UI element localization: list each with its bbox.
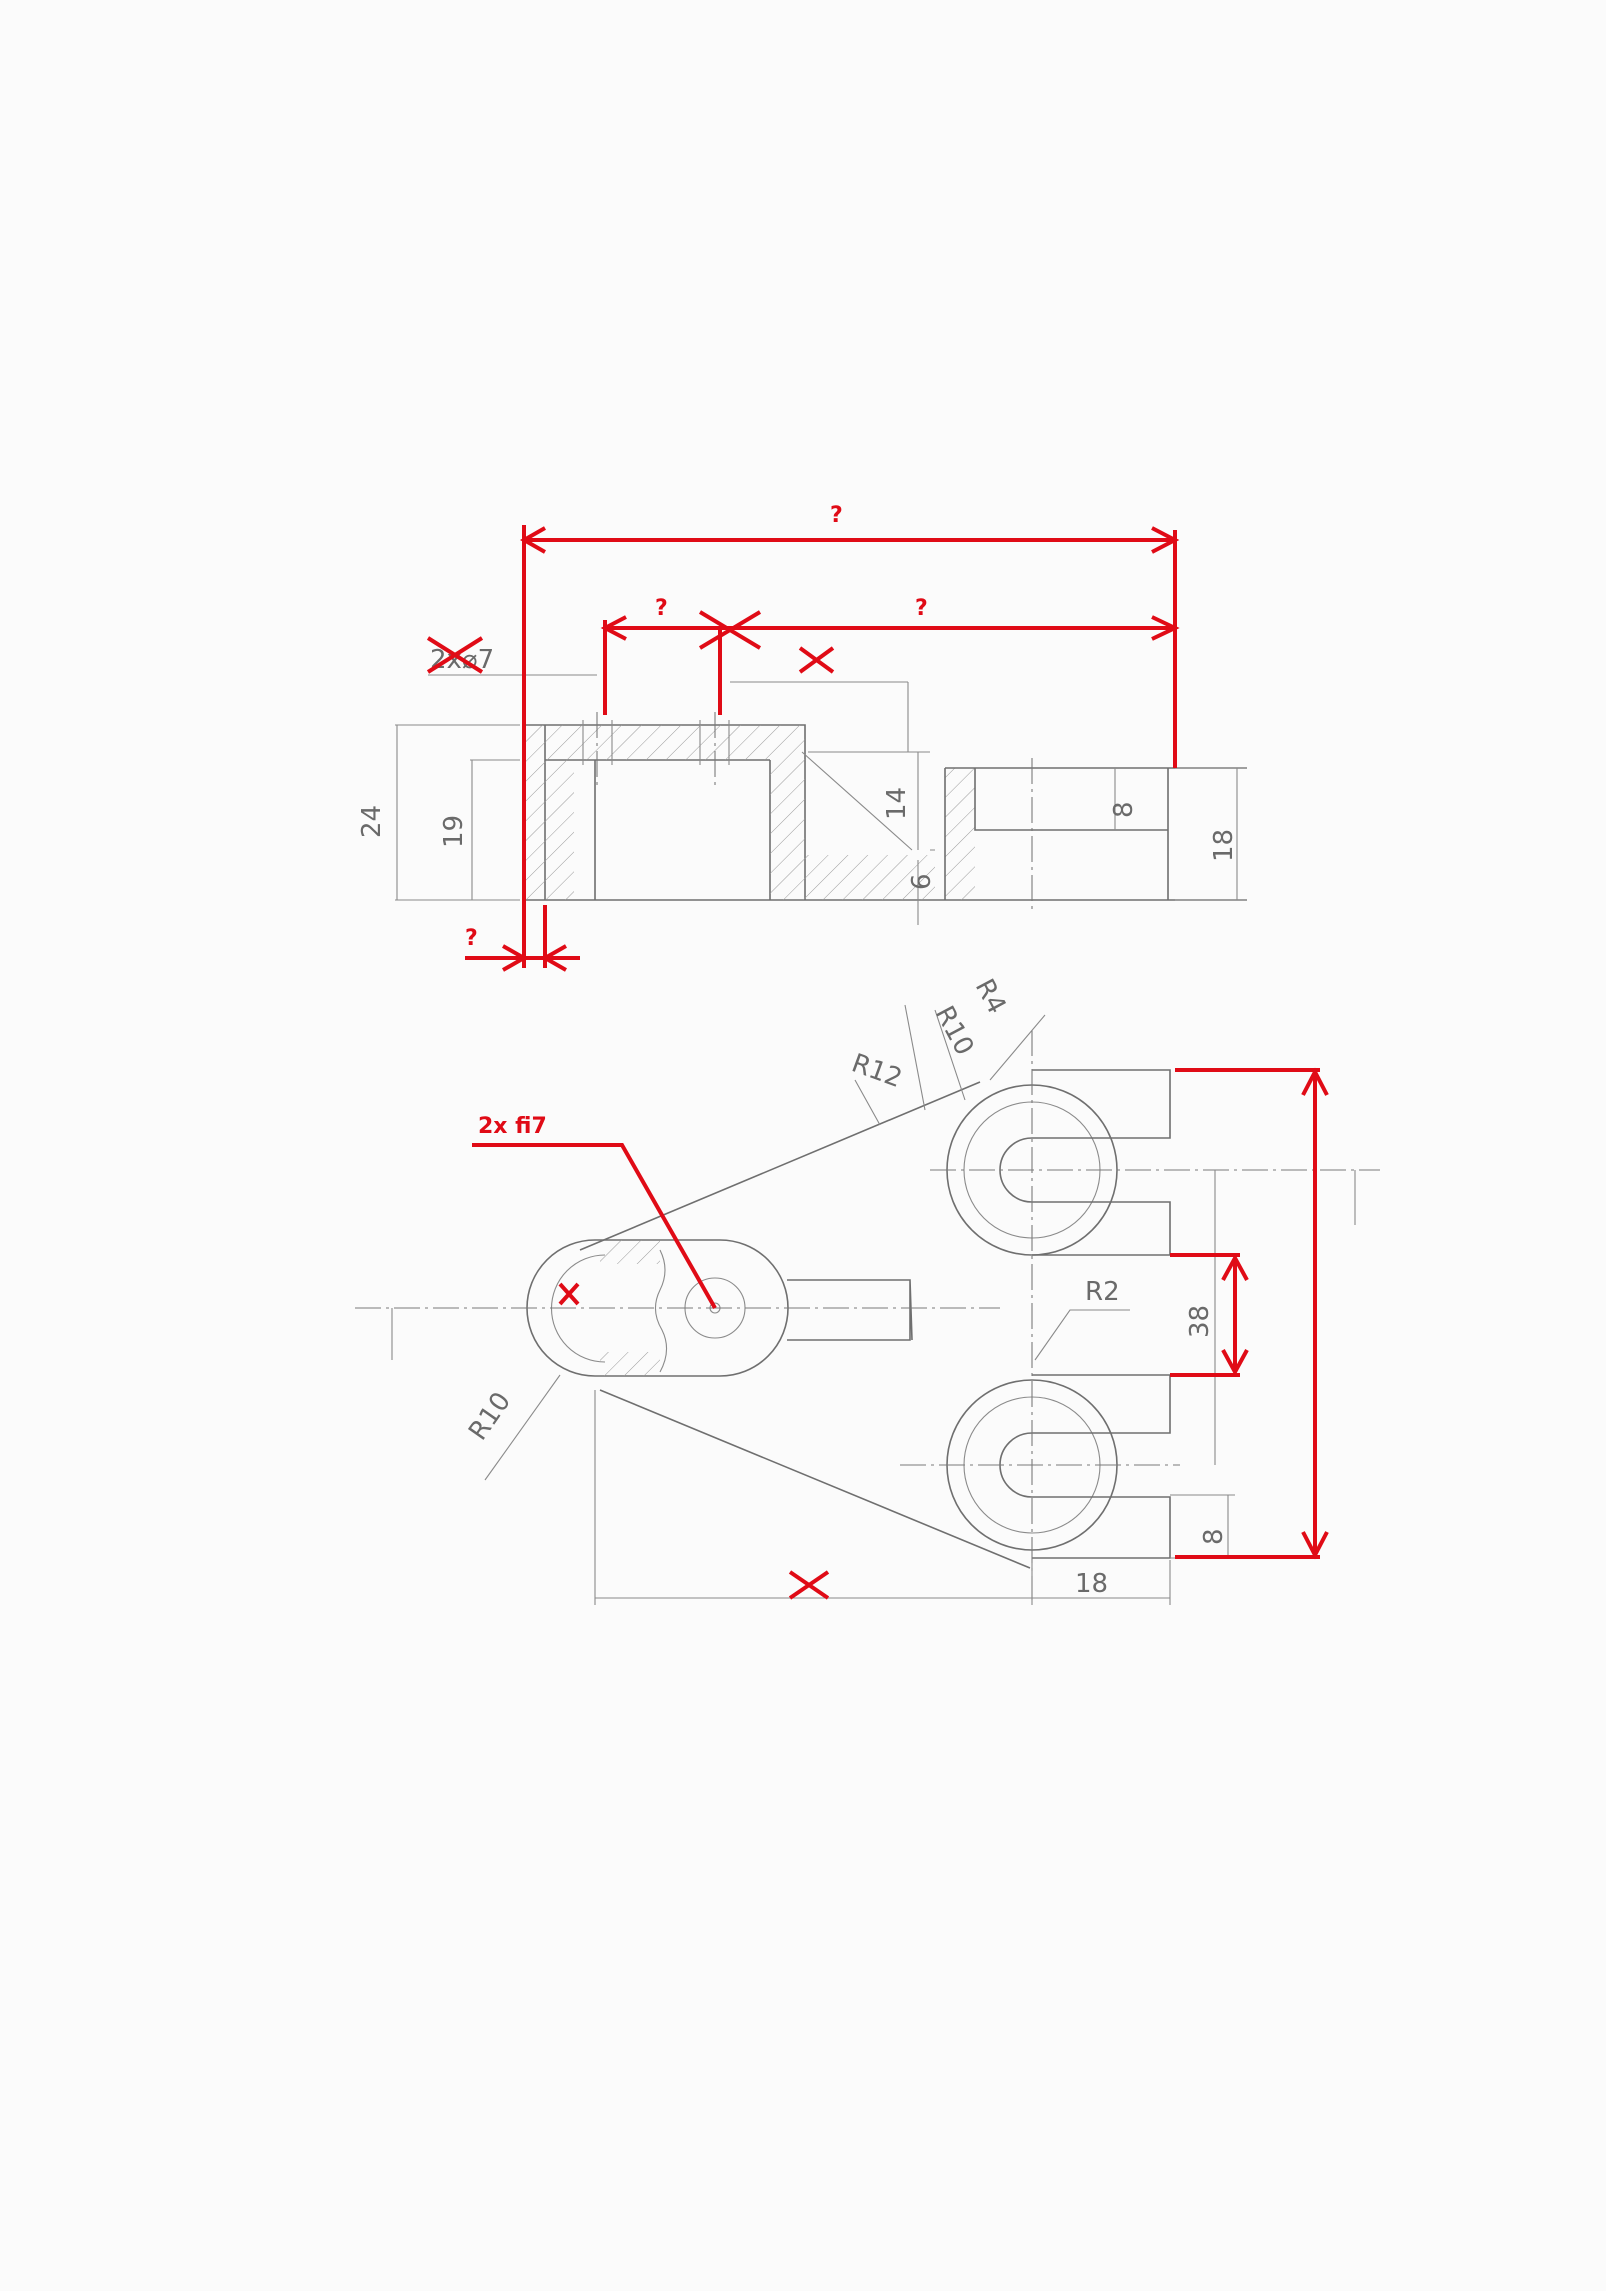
dim-R10-left: R10: [463, 1387, 517, 1446]
right-base-hatch: [770, 760, 935, 900]
dim-8-top: 8: [1109, 801, 1139, 818]
radius-leaders: [854, 1004, 1046, 1126]
strike-dim-top: [798, 646, 835, 674]
dim-R10-top: R10: [929, 1001, 980, 1060]
dim-38-8-lines: [1170, 1170, 1235, 1559]
struck-dim-lines: [428, 674, 909, 752]
gap-arrows: [1221, 1253, 1249, 1377]
q-hole-spacing: ?: [655, 596, 668, 621]
break-line: [654, 1249, 668, 1373]
hub-hatch-top: [600, 1240, 660, 1264]
chamfer-line: [801, 751, 913, 851]
hole-spacing-dim: [603, 620, 1175, 715]
red-markup: ? ? ? ? 2x fi7: [426, 503, 1329, 1600]
section-arrows: [391, 1170, 1356, 1360]
r2-leader: [1034, 1309, 1130, 1361]
right-height-dim: [1175, 1068, 1320, 1559]
q-overall: ?: [830, 503, 843, 528]
section-extension: [944, 767, 1247, 900]
hole-edges: [582, 720, 730, 765]
section-view: 24 19 14 6 8 18 2x⌀7: [357, 645, 1247, 925]
gap-dim: [1170, 1253, 1240, 1377]
dim-24-lines: [395, 724, 520, 901]
cross-hole: [698, 610, 762, 715]
dim-19: 19: [439, 815, 469, 848]
dim-8-18-lines: [1114, 767, 1247, 901]
lug-top-slot: [1032, 1069, 1171, 1256]
left-wall-hatch: [524, 725, 574, 900]
strike-hub-dim: [558, 1282, 580, 1306]
overall-dim-arrows: [519, 526, 1180, 554]
overall-dim: [522, 525, 1177, 968]
hole-spacing-arrows: [600, 615, 1180, 641]
dim-8-bottom: 8: [1199, 1528, 1229, 1545]
wall-dim-arrows: [502, 944, 567, 972]
q-wall: ?: [465, 926, 478, 951]
dim-R2: R2: [1085, 1277, 1120, 1307]
left-stub: [787, 1279, 913, 1341]
strike-length-dim: [788, 1570, 830, 1600]
lug-bottom-slot: [1032, 1374, 1171, 1559]
top-wall-hatch: [574, 725, 805, 760]
dim-14: 14: [882, 787, 912, 820]
dim-18-top: 18: [1209, 829, 1239, 862]
dim-18-bottom: 18: [1075, 1569, 1108, 1599]
dim-R12: R12: [848, 1048, 906, 1094]
hub-hatch-bottom: [600, 1352, 660, 1376]
right-height-arrows: [1301, 1067, 1329, 1560]
dim-24: 24: [357, 805, 387, 838]
r10-left-leader: [484, 1374, 561, 1481]
dim-14-6-lines: [808, 751, 935, 925]
plan-centerlines: [355, 1030, 1380, 1600]
dim-R4: R4: [969, 974, 1012, 1019]
dim-19-lines: [470, 759, 520, 900]
dim-38: 38: [1185, 1305, 1215, 1338]
holes-callout: 2x fi7: [478, 1114, 547, 1139]
taper-lines: [579, 1081, 1031, 1569]
hole-centerlines: [596, 712, 716, 785]
q-to-end: ?: [915, 596, 928, 621]
length-dims: [594, 1390, 1171, 1605]
strike-hole-dia: [426, 636, 484, 674]
holes-callout-leader: [472, 1143, 717, 1309]
dim-6: 6: [907, 873, 937, 890]
boss-hatch: [945, 768, 975, 900]
